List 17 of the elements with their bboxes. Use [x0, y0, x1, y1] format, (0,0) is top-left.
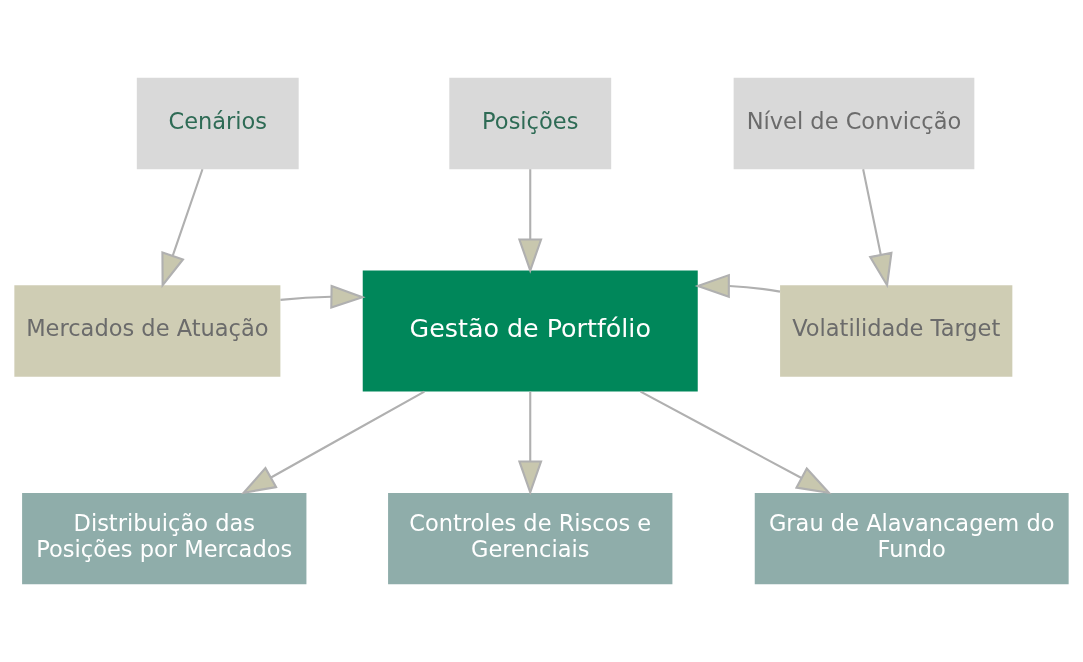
node-box: Mercados de Atuação — [14, 285, 281, 377]
arrow — [240, 390, 425, 495]
node-box: Volatilidade Target — [780, 285, 1013, 377]
node-box: Posições — [449, 77, 612, 170]
node-box: Nível de Convicção — [733, 77, 975, 170]
arrow — [517, 169, 543, 274]
arrow — [694, 273, 781, 299]
arrow — [280, 284, 366, 310]
node-box: Gestão de Portfólio — [362, 270, 698, 392]
node-box: Cenários — [136, 77, 299, 170]
arrow — [517, 391, 543, 496]
arrow — [161, 168, 204, 289]
arrow — [862, 169, 893, 289]
node-box: Grau de Alavancagem do Fundo — [754, 492, 1069, 585]
node-box: Distribuição das Posições por Mercados — [22, 492, 307, 585]
node-box: Controles de Riscos e Gerenciais — [388, 492, 673, 585]
arrow — [640, 390, 832, 495]
